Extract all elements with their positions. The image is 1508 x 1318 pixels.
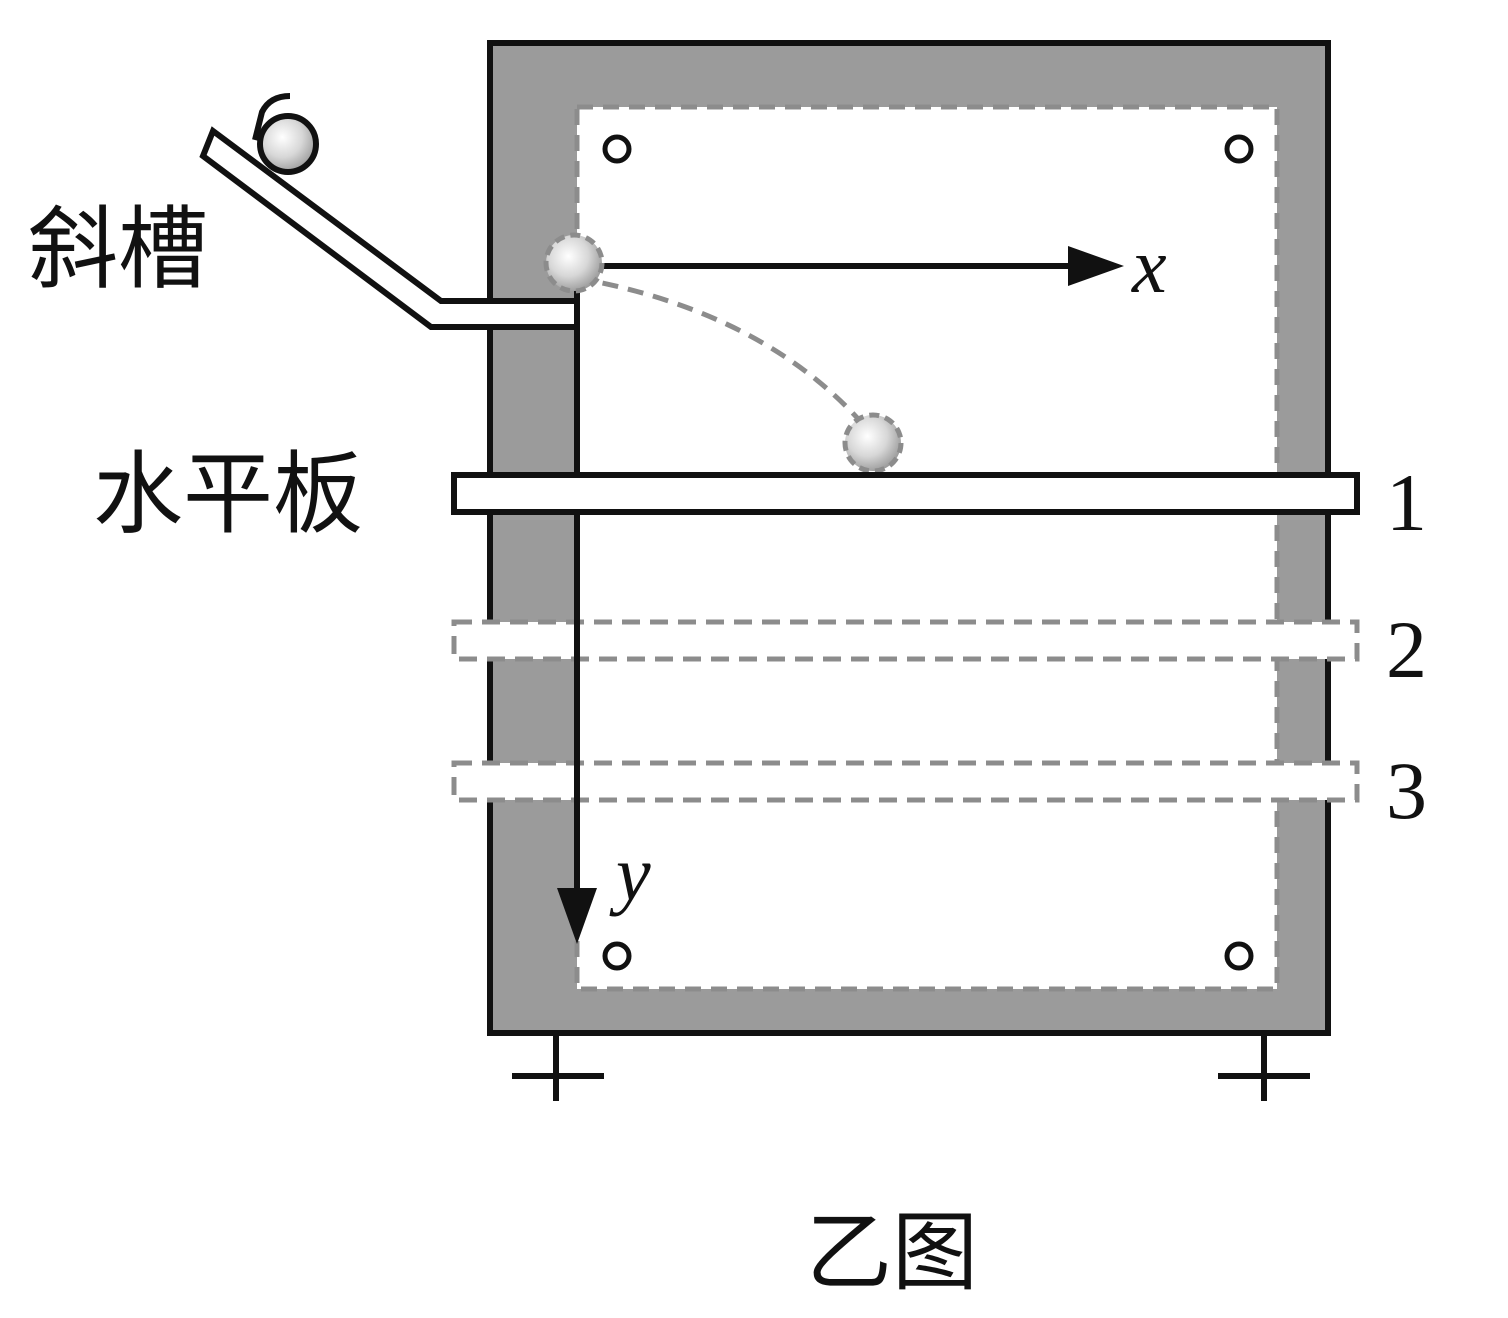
figure-caption: 乙图 [806, 1203, 978, 1303]
board-position-label-2: 2 [1386, 604, 1427, 695]
horizontal-board-position-2 [451, 619, 1360, 662]
ball-on-chute [257, 113, 319, 175]
horizontal-board-position-3 [451, 760, 1360, 803]
chute-label: 斜槽 [28, 197, 208, 302]
horizontal-board-label: 水平板 [93, 442, 363, 547]
y-axis-arrow [557, 888, 597, 944]
right-leg-mark [1218, 1033, 1310, 1101]
pin-hole-top-right [1224, 134, 1254, 164]
y-axis-label: y [609, 830, 651, 917]
x-axis-arrow [1068, 246, 1124, 286]
left-leg-mark [512, 1033, 604, 1101]
pin-hole-bottom-right [1224, 941, 1254, 971]
chute [199, 126, 580, 330]
board-position-label-3: 3 [1386, 745, 1427, 836]
trajectory-curve [576, 275, 870, 432]
horizontal-board-position-1 [451, 472, 1360, 515]
paper-sheet [574, 104, 1280, 992]
ball-at-origin [543, 232, 605, 294]
pin-hole-bottom-left [602, 941, 632, 971]
pin-hole-top-left [602, 134, 632, 164]
x-axis-label: x [1131, 222, 1167, 309]
ball-on-board [842, 412, 904, 474]
chute-stopper [252, 93, 291, 141]
board-position-label-1: 1 [1386, 457, 1427, 548]
